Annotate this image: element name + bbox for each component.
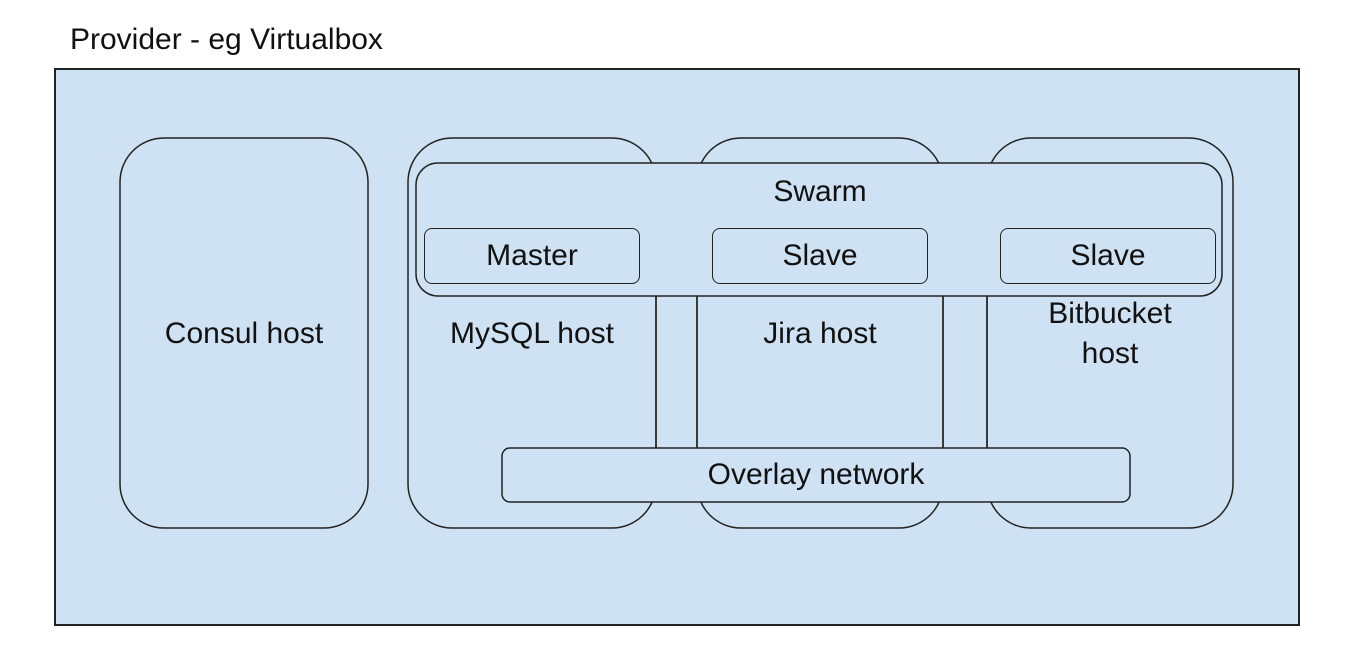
bitbucket-host-label: Bitbucket host [1048,297,1172,370]
overlay-network-label: Overlay network [707,458,925,491]
overlay-network-box [501,447,1131,503]
consul-host-label: Consul host [164,317,324,350]
swarm-label: Swarm [773,175,867,208]
swarm-node-master: Master [424,228,640,284]
consul-host-box [119,137,369,529]
mysql-host-label: MySQL host [450,317,614,350]
swarm-node-slave-bitbucket: Slave [1000,228,1216,284]
provider-title: Provider - eg Virtualbox [70,23,383,56]
jira-host-label: Jira host [763,317,877,350]
swarm-node-slave-jira: Slave [712,228,928,284]
